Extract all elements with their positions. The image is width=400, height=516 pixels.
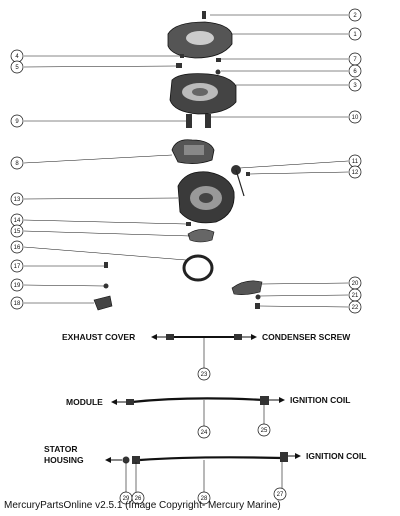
label-ignition-coil-2: IGNITION COIL — [306, 451, 366, 461]
wire-28 — [122, 452, 288, 492]
label-exhaust-cover: EXHAUST COVER — [62, 332, 135, 342]
callout-5-circle — [10, 60, 24, 74]
callout-2-circle — [348, 8, 362, 22]
callout-24-circle — [197, 425, 211, 439]
part-bracket-18 — [93, 295, 113, 311]
callout-25-circle — [257, 423, 271, 437]
part-magnet-10 — [205, 114, 211, 128]
callout-2: 2 — [353, 13, 357, 19]
callout-9: 9 — [15, 119, 19, 125]
part-clip-4 — [180, 54, 184, 58]
part-coil-8 — [171, 139, 215, 164]
callout-3: 3 — [353, 83, 357, 89]
callout-15: 15 — [14, 229, 21, 235]
part-clamp-20 — [231, 280, 263, 295]
callout-9-circle — [10, 114, 24, 128]
wire-23 — [166, 334, 242, 368]
label-arrows — [105, 334, 301, 463]
part-plate-15 — [187, 229, 215, 243]
label-ignition-coil-1: IGNITION COIL — [290, 395, 350, 405]
label-housing: HOUSING — [44, 455, 84, 465]
label-module: MODULE — [66, 397, 103, 407]
callout-26-circle — [131, 491, 145, 505]
callout-23-circle — [197, 367, 211, 381]
part-screw-17 — [104, 262, 108, 268]
part-screw-2 — [202, 11, 206, 19]
callout-22: 22 — [352, 305, 359, 311]
callout-28-circle — [197, 491, 211, 505]
label-stator: STATOR — [44, 444, 78, 454]
part-screw-22 — [255, 303, 260, 309]
callout-4: 4 — [15, 54, 19, 60]
part-plug-11 — [231, 165, 245, 197]
callout-1: 1 — [353, 32, 357, 38]
callout-3-circle — [348, 78, 362, 92]
callout-8-circle — [10, 156, 24, 170]
callout-13-circle — [10, 192, 24, 206]
callout-13: 13 — [14, 197, 21, 203]
callout-17: 17 — [14, 264, 21, 270]
callout-19-circle — [10, 278, 24, 292]
callout-16: 16 — [14, 245, 21, 251]
label-condenser-screw: CONDENSER SCREW — [262, 332, 351, 342]
callout-27-circle — [273, 487, 287, 501]
part-washer-6 — [215, 69, 221, 75]
callout-22-circle — [348, 300, 362, 314]
callout-17-circle — [10, 259, 24, 273]
callout-18: 18 — [14, 301, 21, 307]
callout-16-circle — [10, 240, 24, 254]
part-magnet-9 — [186, 114, 192, 128]
wire-labels: EXHAUST COVER CONDENSER SCREW MODULE IGN… — [44, 332, 366, 465]
callouts — [10, 8, 362, 505]
callout-7: 7 — [353, 57, 357, 63]
callout-10: 10 — [352, 115, 359, 121]
callout-6-circle — [348, 64, 362, 78]
callout-27: 27 — [277, 492, 284, 498]
callout-25: 25 — [261, 428, 268, 434]
callout-numbers: 2 1 4 5 7 6 3 9 10 8 11 12 13 14 15 16 1… — [14, 13, 359, 502]
part-washer-14 — [186, 222, 191, 226]
part-screw-5 — [176, 63, 182, 68]
callout-21: 21 — [352, 293, 359, 299]
part-screw-12 — [246, 172, 250, 176]
part-cover-1 — [167, 21, 233, 59]
callout-5: 5 — [15, 65, 19, 71]
wire-24 — [126, 396, 269, 428]
callout-19: 19 — [14, 283, 21, 289]
callout-12-circle — [348, 165, 362, 179]
callout-24: 24 — [201, 430, 208, 436]
callout-10-circle — [348, 110, 362, 124]
copyright-caption: MercuryPartsOnline v2.5.1 (Image Copyrig… — [4, 500, 281, 511]
callout-6: 6 — [353, 69, 357, 75]
callout-15-circle — [10, 224, 24, 238]
part-stator-13 — [177, 171, 235, 224]
callout-29: 29 — [123, 496, 130, 502]
leader-lines — [23, 14, 349, 308]
callout-14: 14 — [14, 218, 21, 224]
callout-18-circle — [10, 296, 24, 310]
part-clip-7 — [216, 58, 221, 62]
callout-8: 8 — [15, 161, 19, 167]
callout-11: 11 — [352, 159, 359, 165]
callout-23: 23 — [201, 372, 208, 378]
part-washer-21 — [255, 294, 261, 300]
callout-1-circle — [348, 27, 362, 41]
callout-20: 20 — [352, 281, 359, 287]
callout-12: 12 — [352, 170, 359, 176]
callout-28: 28 — [201, 496, 208, 502]
part-clip-19 — [103, 283, 109, 289]
callout-26: 26 — [135, 496, 142, 502]
part-seal-16 — [182, 254, 214, 282]
part-housing-3 — [169, 73, 237, 115]
